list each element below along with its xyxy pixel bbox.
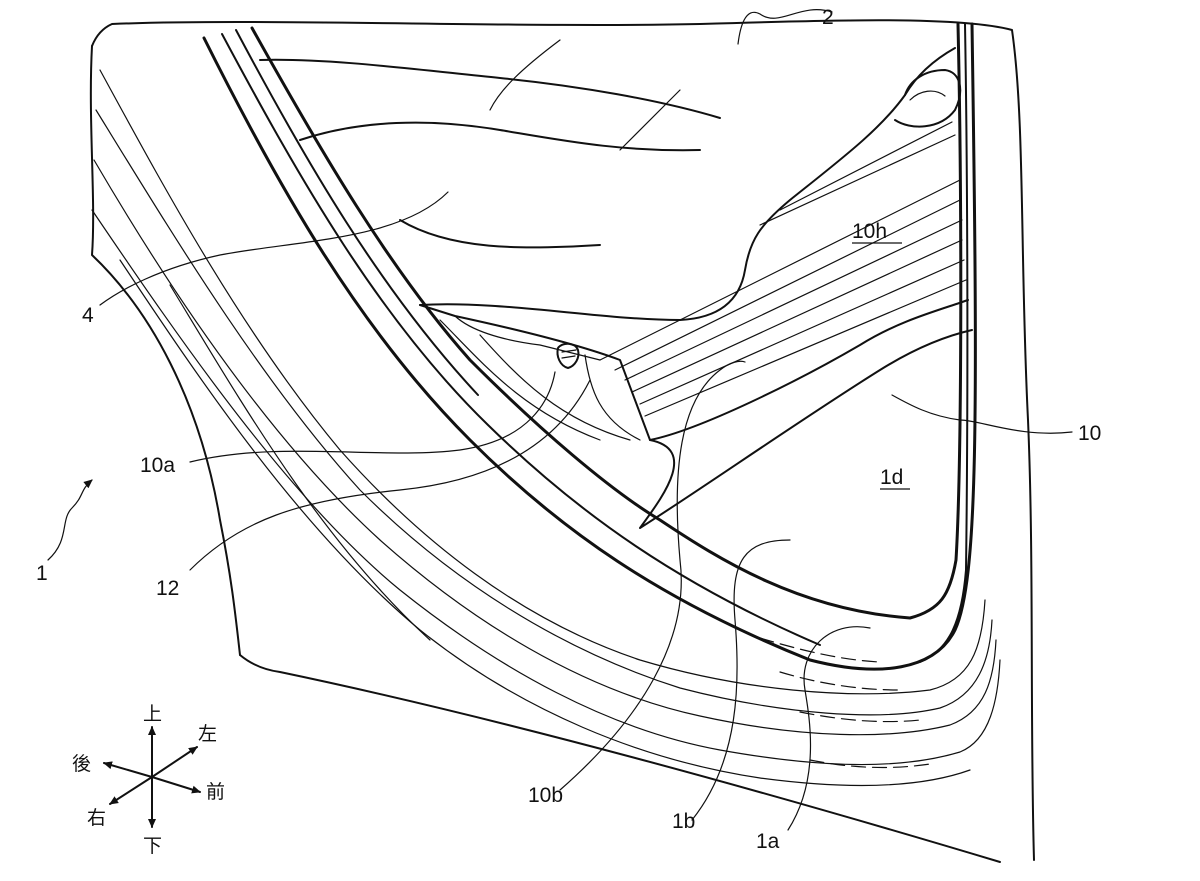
scuff-plate <box>419 121 973 529</box>
body-panel-outline <box>89 19 1035 863</box>
dir-up-label: 上 <box>143 703 162 725</box>
label-10: 10 <box>1078 422 1101 445</box>
label-4: 4 <box>82 304 94 327</box>
direction-indicator: 上 下 左 右 前 後 <box>72 703 225 857</box>
label-2: 2 <box>822 6 834 29</box>
label-1: 1 <box>36 562 48 585</box>
label-12: 12 <box>156 577 179 600</box>
label-1b: 1b <box>672 810 695 833</box>
clip-fastener <box>556 342 580 369</box>
dir-front-label: 前 <box>206 781 225 803</box>
seat-outline <box>259 39 962 321</box>
dir-right-label: 右 <box>87 807 106 829</box>
label-1a: 1a <box>756 830 780 853</box>
dir-down-label: 下 <box>143 835 162 857</box>
label-1d: 1d <box>880 466 903 489</box>
leader-lines <box>47 9 1073 831</box>
dir-rear-label: 後 <box>72 753 91 775</box>
label-10b: 10b <box>528 784 563 807</box>
sill-surface-lines <box>91 69 1001 787</box>
dir-left-label: 左 <box>198 723 217 745</box>
door-opening-frame <box>202 22 977 671</box>
label-10a: 10a <box>140 454 175 477</box>
label-10h: 10h <box>852 220 887 243</box>
reference-labels: 2 4 10h 10 1d 10a 12 1 10b 1b 1a <box>36 6 1101 853</box>
